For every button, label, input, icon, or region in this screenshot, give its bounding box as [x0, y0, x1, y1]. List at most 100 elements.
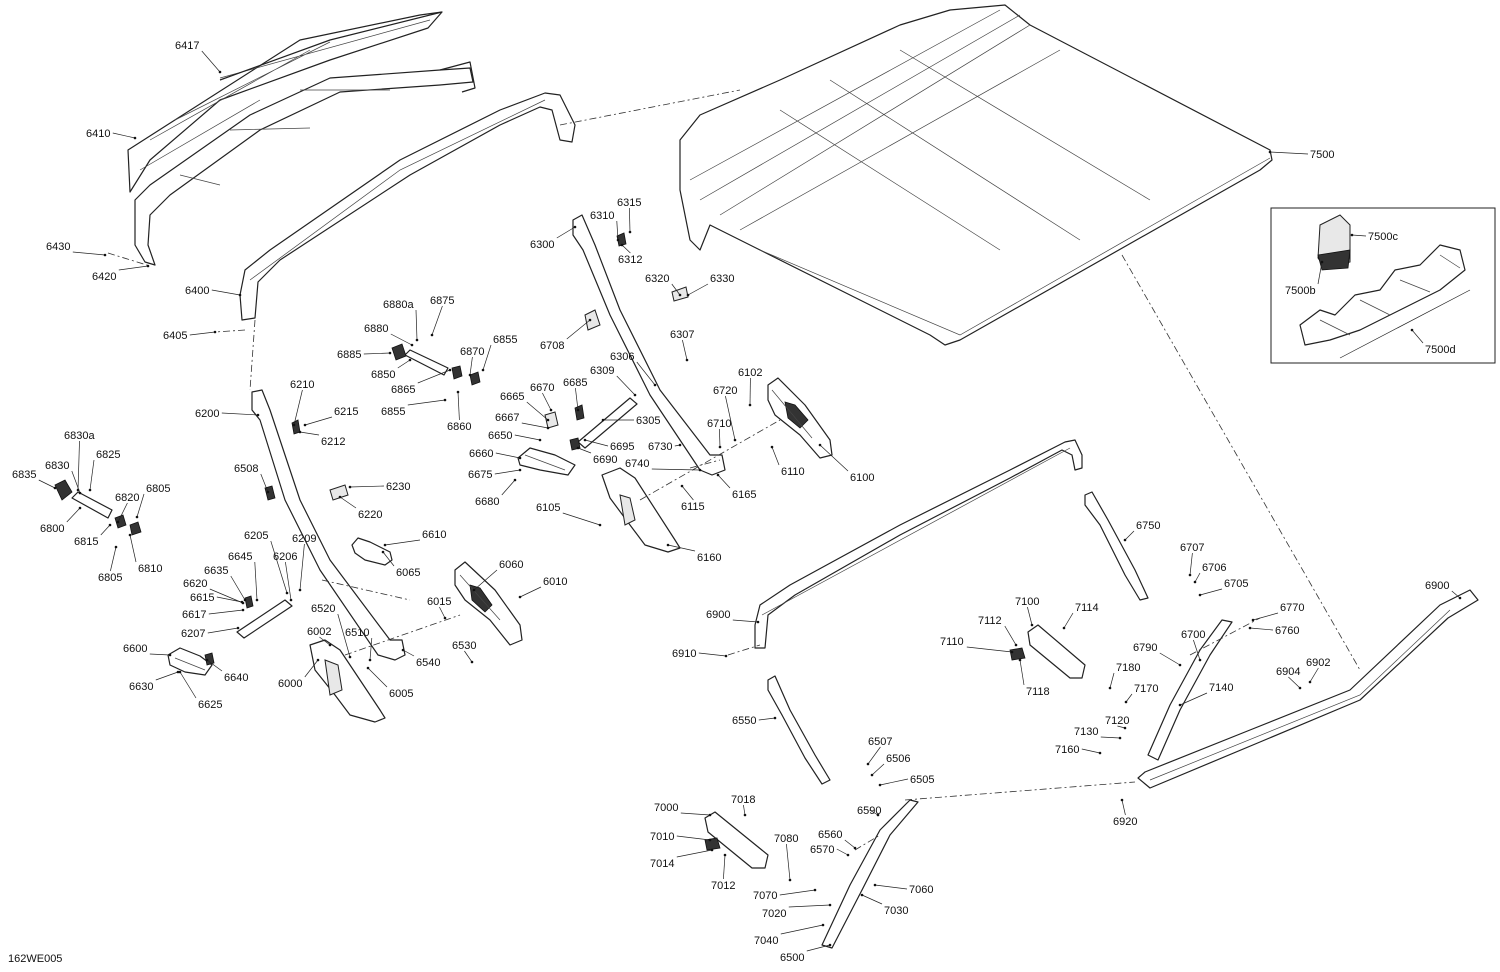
leader-6506 [871, 763, 885, 776]
leader-6010 [519, 586, 542, 598]
callout-6307: 6307 [670, 329, 694, 341]
leader-dot-6740 [698, 468, 702, 472]
leader-dot-6855 [481, 368, 485, 372]
callout-6855: 6855 [381, 406, 405, 418]
callout-6740: 6740 [625, 458, 649, 470]
leader-6835 [38, 479, 56, 489]
leader-6560 [844, 839, 856, 849]
callout-6100: 6100 [850, 472, 874, 484]
callout-6430: 6430 [46, 241, 70, 253]
leader-dot-6102 [748, 403, 752, 407]
leader-7030 [861, 894, 883, 905]
leader-6820 [117, 502, 128, 523]
leader-dot-7040 [821, 923, 825, 927]
leader-dot-6810 [128, 533, 132, 537]
leader-6710 [719, 428, 721, 448]
leader-6904 [1288, 676, 1301, 689]
leader-6920 [1121, 799, 1126, 816]
leader-dot-7500 [1268, 150, 1272, 154]
leader-dot-6220 [338, 495, 342, 499]
leader-6230 [349, 485, 385, 488]
callout-6875: 6875 [430, 295, 454, 307]
leader-6100 [819, 444, 849, 472]
leader-dot-7018 [743, 813, 747, 817]
callout-6660: 6660 [469, 448, 493, 460]
leader-6700 [1193, 639, 1201, 661]
callout-7112: 7112 [978, 615, 1002, 627]
callout-6805: 6805 [98, 572, 122, 584]
callout-6530: 6530 [452, 640, 476, 652]
callout-6750: 6750 [1136, 520, 1160, 532]
bracket-6610 [351, 537, 393, 566]
leader-dot-6060 [472, 588, 476, 592]
leader-7100 [1027, 606, 1033, 626]
callout-6102: 6102 [738, 367, 762, 379]
leader-7080 [786, 843, 791, 881]
leader-6675 [494, 469, 521, 475]
leader-6810 [129, 534, 137, 563]
leader-6645 [254, 561, 258, 601]
callout-6610: 6610 [422, 529, 446, 541]
leader-6015 [439, 606, 446, 619]
leader-6615 [216, 596, 243, 603]
callout-6630: 6630 [129, 681, 153, 693]
leader-dot-6875 [430, 333, 434, 337]
callout-6850: 6850 [371, 369, 395, 381]
leader-dot-6315 [628, 230, 632, 234]
leader-dot-6645 [255, 598, 259, 602]
leader-6620 [209, 588, 244, 604]
leader-dot-6720 [733, 438, 737, 442]
leader-dot-7020 [828, 903, 832, 907]
leader-dot-6212 [298, 430, 302, 434]
callout-6306: 6306 [610, 351, 634, 363]
callout-7140: 7140 [1209, 682, 1233, 694]
callout-6550: 6550 [732, 715, 756, 727]
leader-6685 [575, 387, 579, 411]
callout-6010: 6010 [543, 576, 567, 588]
leader-6200 [221, 412, 259, 416]
leader-dot-7070 [813, 888, 817, 892]
leader-dot-7500d [1410, 328, 1414, 332]
leader-6805 [136, 493, 145, 518]
leader-dot-6708 [588, 318, 592, 322]
callout-6625: 6625 [198, 699, 222, 711]
leader-dot-6100 [818, 443, 822, 447]
leader-dot-6625 [178, 670, 182, 674]
leader-dot-7012 [723, 853, 727, 857]
leader-7114 [1063, 612, 1074, 629]
leader-dot-7500c [1350, 233, 1354, 237]
leader-dot-7130 [1118, 736, 1122, 740]
callout-6910: 6910 [672, 648, 696, 660]
leader-6770 [1252, 612, 1279, 621]
leader-6665 [526, 401, 549, 421]
leader-dot-7000 [708, 813, 712, 817]
leader-7010 [676, 835, 711, 841]
leader-6880a [415, 309, 418, 341]
leader-7500c [1351, 234, 1367, 237]
plate-6160 [601, 467, 681, 553]
leader-6707 [1189, 552, 1193, 576]
leader-6885 [363, 352, 391, 355]
leader-dot-6065 [381, 550, 385, 554]
callout-6720: 6720 [713, 385, 737, 397]
leader-dot-6700 [1198, 658, 1202, 662]
leader-dot-6205 [285, 591, 289, 595]
callout-6309: 6309 [590, 365, 614, 377]
leader-dot-6207 [236, 626, 240, 630]
leader-dot-6110 [770, 445, 774, 449]
callout-6160: 6160 [697, 552, 721, 564]
leader-6160 [667, 544, 696, 552]
leader-dot-6885 [388, 351, 392, 355]
leader-dot-6707 [1188, 573, 1192, 577]
callout-6015: 6015 [427, 596, 451, 608]
callout-6790: 6790 [1133, 642, 1157, 654]
leader-dot-6410 [133, 136, 137, 140]
leader-dot-7500b [1320, 260, 1324, 264]
leader-7018 [743, 804, 746, 816]
leader-dot-6825 [88, 488, 92, 492]
leader-dot-7010 [708, 838, 712, 842]
callout-6115: 6115 [681, 501, 705, 513]
callout-6205: 6205 [244, 530, 268, 542]
leader-dot-6902 [1308, 680, 1312, 684]
callout-6730: 6730 [648, 441, 672, 453]
